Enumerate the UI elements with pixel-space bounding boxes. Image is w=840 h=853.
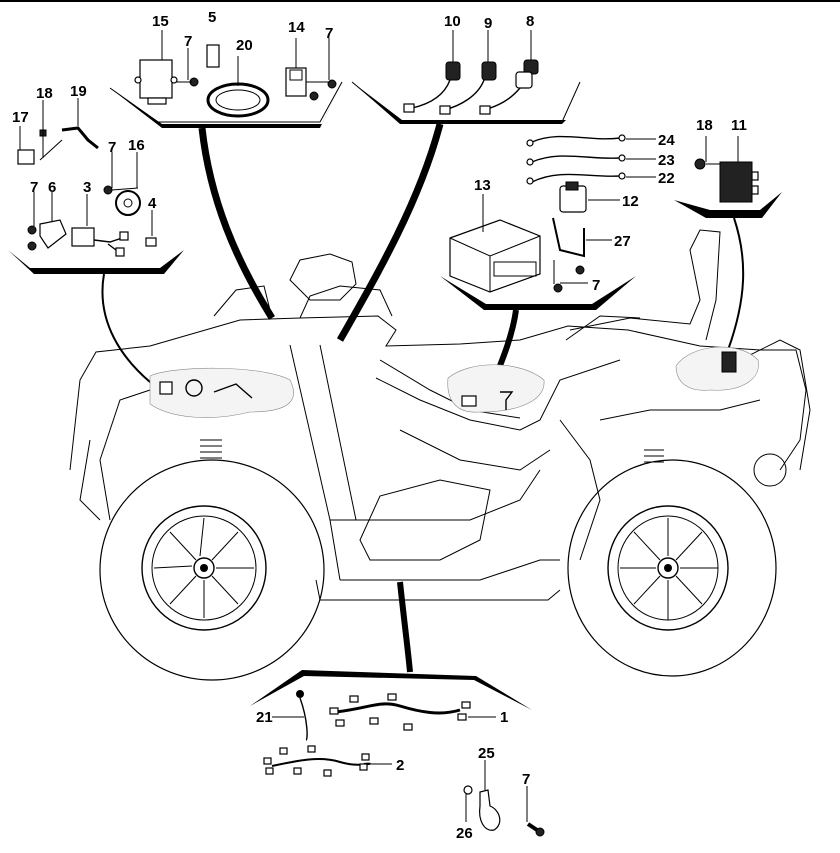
- callout-3: 3: [83, 179, 91, 196]
- part-18-screw-a: [39, 100, 47, 158]
- callout-22: 22: [658, 170, 675, 187]
- part-3-relay: [71, 194, 129, 257]
- callout-8: 8: [526, 13, 534, 30]
- part-12-starter-relay: [559, 181, 620, 213]
- part-19-cable: [39, 98, 99, 161]
- part-25-clamp: [479, 760, 501, 831]
- part-7-bolt-e: [553, 260, 588, 293]
- callout-4: 4: [148, 195, 157, 212]
- callout-11: 11: [731, 117, 747, 134]
- part-26-nut: [463, 785, 473, 822]
- callout-7a: 7: [184, 33, 192, 50]
- callout-1: 1: [500, 709, 508, 726]
- callout-18b: 18: [696, 117, 713, 134]
- part-6-relay-box: [27, 192, 67, 251]
- panel-harness-group: [250, 670, 532, 710]
- part-7-bolt-a: [176, 48, 199, 87]
- part-7-bolt-c: [103, 152, 139, 195]
- leader-left: [101, 273, 161, 391]
- part-21-wire: [272, 690, 308, 741]
- callout-15: 15: [152, 13, 169, 30]
- callout-2: 2: [396, 757, 404, 774]
- callout-7f: 7: [522, 771, 530, 788]
- callout-13: 13: [474, 177, 491, 194]
- callout-5: 5: [208, 9, 216, 26]
- leader-harness: [397, 581, 413, 673]
- panel-regulator-group: [674, 192, 782, 218]
- panel-dash-group: [109, 81, 343, 128]
- patch-left: [149, 367, 294, 418]
- part-22-cable: [526, 172, 656, 185]
- panel-switch-group: [351, 81, 581, 124]
- part-16-horn: [115, 152, 141, 216]
- panel-left-group: [8, 250, 184, 274]
- callout-20: 20: [236, 37, 253, 54]
- part-14-module: [285, 38, 337, 101]
- callout-25: 25: [478, 745, 495, 762]
- part-9-switch: [439, 30, 497, 115]
- patch-regulator: [675, 346, 759, 391]
- part-27-bracket: [552, 217, 612, 258]
- callout-17: 17: [12, 109, 29, 126]
- part-5-label: [206, 44, 220, 68]
- part-1-main-harness: [329, 693, 496, 731]
- callout-7b: 7: [325, 25, 333, 42]
- callout-27: 27: [614, 233, 631, 250]
- leader-regulator: [727, 217, 745, 351]
- leader-switch: [336, 123, 444, 342]
- callout-12: 12: [622, 193, 639, 210]
- callout-23: 23: [658, 152, 675, 169]
- top-border: [0, 0, 840, 2]
- part-10-switch: [403, 30, 461, 113]
- callout-7d: 7: [30, 179, 38, 196]
- callout-14: 14: [288, 19, 305, 36]
- part-11-regulator: [719, 136, 759, 203]
- leader-dash: [198, 127, 275, 320]
- atv-body: [69, 229, 811, 681]
- callout-6: 6: [48, 179, 56, 196]
- callout-labels: 15 5 20 7 14 7 10 9 8 18 19 17 7 16 7 6 …: [12, 9, 747, 842]
- part-23-cable: [526, 154, 656, 166]
- part-4-connector: [145, 237, 157, 247]
- part-15-control-unit: [134, 59, 178, 105]
- callout-19: 19: [70, 83, 87, 100]
- part-17-sensor: [17, 126, 35, 165]
- part-2-sub-harness: [263, 745, 392, 777]
- callout-10: 10: [444, 13, 461, 30]
- callout-26: 26: [456, 825, 473, 842]
- part-13-battery: [449, 194, 541, 293]
- part-7-bolt-f: [526, 786, 545, 837]
- callout-24: 24: [658, 132, 675, 149]
- callout-21: 21: [256, 709, 273, 726]
- callout-7c: 7: [108, 139, 116, 156]
- part-8-switch: [479, 30, 539, 115]
- callout-16: 16: [128, 137, 145, 154]
- part-24-cable: [526, 134, 656, 147]
- callout-9: 9: [484, 15, 492, 32]
- callout-18a: 18: [36, 85, 53, 102]
- callout-7e: 7: [592, 277, 600, 294]
- part-20-gasket: [206, 56, 270, 118]
